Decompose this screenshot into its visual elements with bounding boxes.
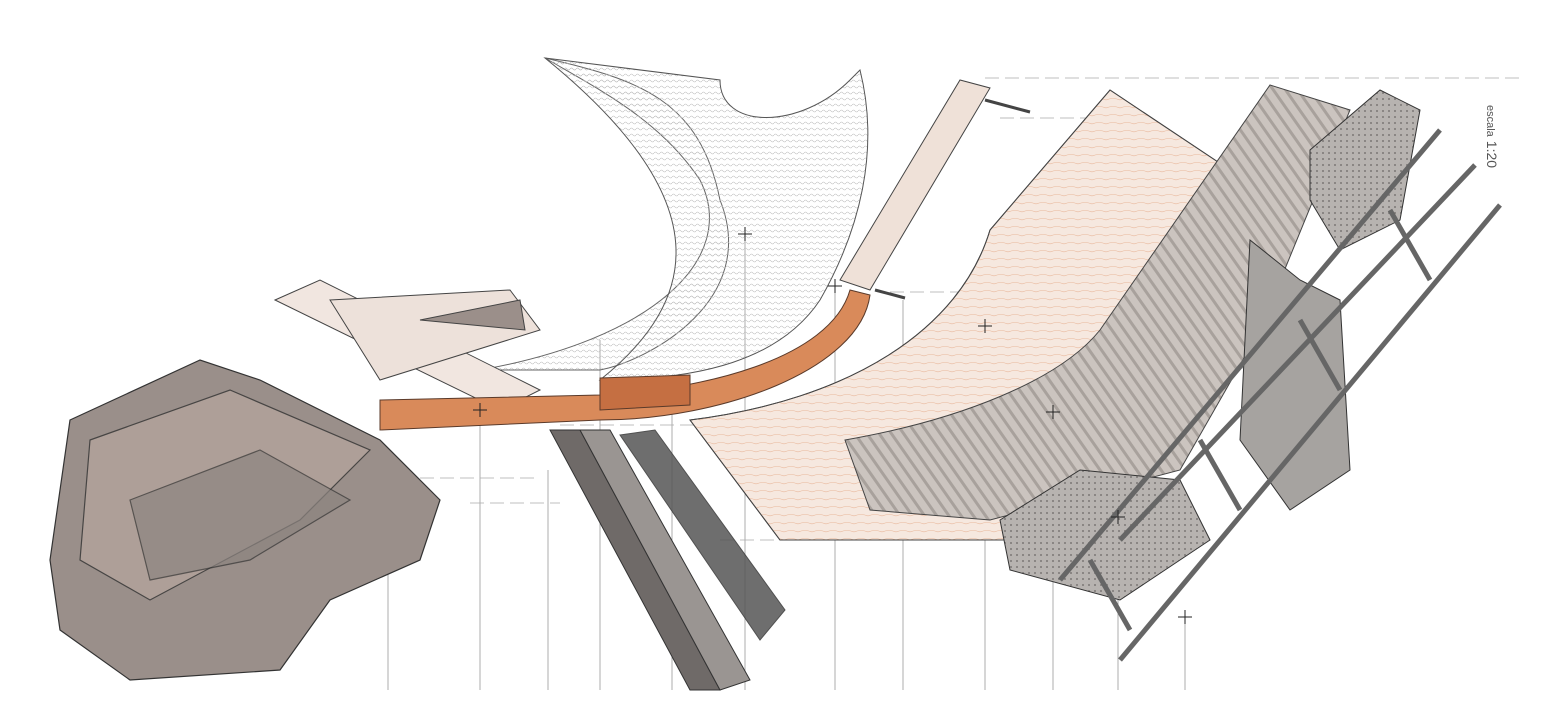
corrugated-sheet xyxy=(844,84,1351,521)
stone-wall xyxy=(49,359,441,681)
wood-curved-beam xyxy=(379,289,871,431)
scale-text: escala xyxy=(1484,105,1496,137)
rail-element xyxy=(839,79,1031,300)
ladder-frame xyxy=(1058,128,1502,662)
scale-value: 1:20 xyxy=(1484,140,1500,169)
scale-label: escala 1:20 xyxy=(1484,105,1500,168)
wood-panel xyxy=(689,89,1231,541)
curved-hatched-soil xyxy=(479,57,869,381)
gutter-beam xyxy=(273,279,542,411)
cross-markers xyxy=(473,227,1192,624)
steel-channel xyxy=(549,429,786,691)
